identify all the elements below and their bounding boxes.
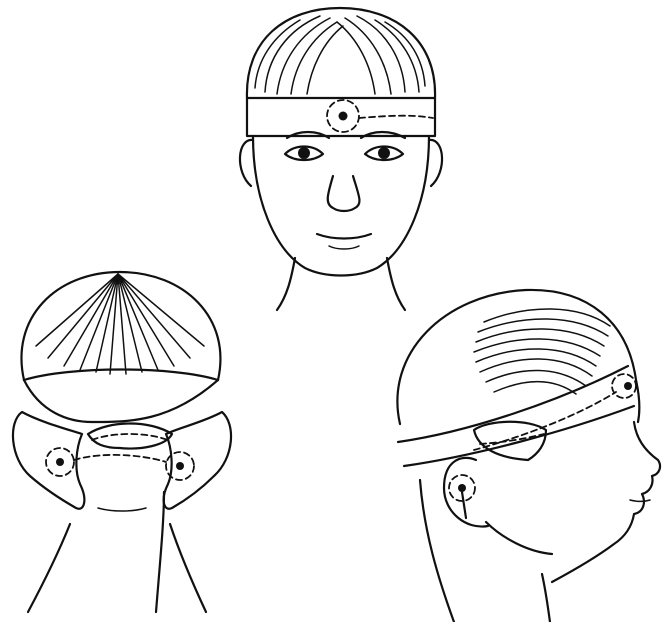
front-neck (277, 258, 295, 310)
side-front-acupoint-dot (624, 382, 632, 390)
front-band-path (359, 116, 433, 118)
front-left-ear (240, 140, 253, 186)
side-headband-top (398, 366, 628, 442)
front-eyes (285, 147, 403, 161)
front-acupoint-dot (339, 112, 348, 121)
back-neck-left (28, 524, 70, 612)
back-nape (98, 508, 146, 511)
back-right-flap (164, 412, 231, 509)
back-view-head (0, 262, 250, 622)
front-hair-strands (255, 16, 425, 94)
front-view-head (225, 0, 455, 310)
side-hair-strands (474, 309, 610, 394)
side-jaw (486, 522, 552, 554)
front-mouth (317, 234, 371, 239)
side-neck-front (542, 574, 550, 622)
back-neck-right (170, 524, 206, 612)
back-headband-top (24, 370, 218, 381)
side-skull-outline (397, 290, 639, 424)
front-nose (328, 176, 360, 211)
front-right-ear (429, 140, 442, 186)
front-face-outline (253, 136, 429, 276)
side-ear-acupoint-dot (458, 484, 466, 492)
back-hair-strands (36, 274, 204, 374)
back-middle-strap (88, 424, 172, 449)
back-headband (24, 380, 218, 422)
side-neck-back (420, 480, 454, 622)
back-left-acupoint-dot (56, 458, 64, 466)
side-headband-bottom (404, 406, 634, 466)
back-right-acupoint-dot (176, 462, 184, 470)
side-view-head (378, 282, 668, 622)
